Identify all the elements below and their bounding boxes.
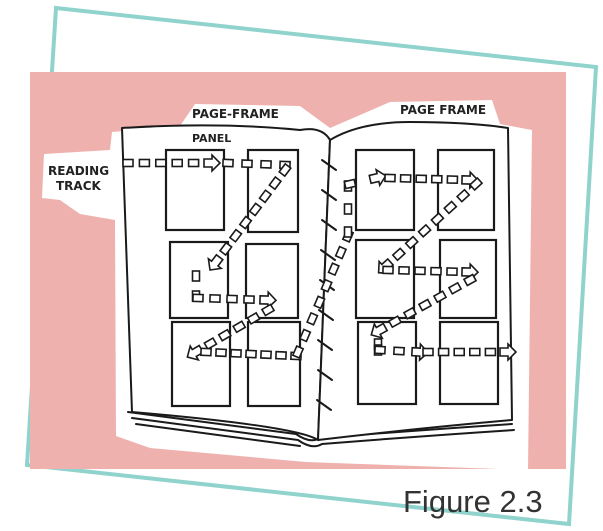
track-dash (227, 295, 237, 302)
reading-track-label-line2: TRACK (56, 179, 102, 193)
track-dash (431, 268, 441, 275)
track-dash (156, 160, 166, 167)
track-dash (454, 349, 464, 356)
comic-panel (248, 322, 300, 406)
track-dash (394, 347, 404, 355)
track-dash (210, 295, 220, 302)
track-dash (242, 160, 252, 167)
comic-panel (358, 322, 416, 404)
comic-panel (440, 322, 498, 404)
track-dash (415, 267, 425, 274)
track-dash (189, 160, 199, 167)
track-dash (416, 175, 426, 182)
left-page-frame-label: PAGE-FRAME (192, 107, 279, 121)
panel-label: PANEL (192, 132, 231, 145)
track-dash (223, 159, 233, 166)
track-dash (375, 346, 385, 354)
figure-caption: Figure 2.3 (403, 484, 543, 519)
comic-panel (356, 150, 414, 230)
track-dash (439, 349, 449, 356)
track-dash (244, 296, 254, 303)
track-dash (139, 160, 149, 167)
reading-track-label-line1: READING (48, 164, 109, 178)
track-dash (423, 349, 433, 356)
track-dash (401, 175, 411, 182)
comic-panel (356, 240, 414, 318)
track-dash (193, 294, 203, 301)
track-dash (216, 349, 226, 356)
track-dash (399, 267, 409, 274)
track-dash (432, 176, 442, 183)
track-dash (470, 349, 480, 356)
track-dash (193, 271, 200, 281)
track-dash (276, 352, 286, 359)
comic-panel (438, 150, 494, 230)
track-dash (123, 160, 133, 167)
right-page-frame-label: PAGE FRAME (400, 103, 486, 117)
track-dash (201, 348, 211, 355)
track-dash (447, 268, 457, 275)
track-dash (383, 266, 393, 273)
track-dash (246, 350, 256, 357)
track-dash (231, 350, 241, 357)
track-dash (385, 174, 395, 181)
track-dash (261, 161, 271, 168)
track-dash (447, 176, 457, 183)
track-dash (344, 179, 355, 188)
track-dash (485, 349, 495, 356)
track-dash (345, 204, 352, 214)
track-dash (261, 351, 271, 358)
track-dash (172, 160, 182, 167)
track-dash (345, 227, 352, 237)
